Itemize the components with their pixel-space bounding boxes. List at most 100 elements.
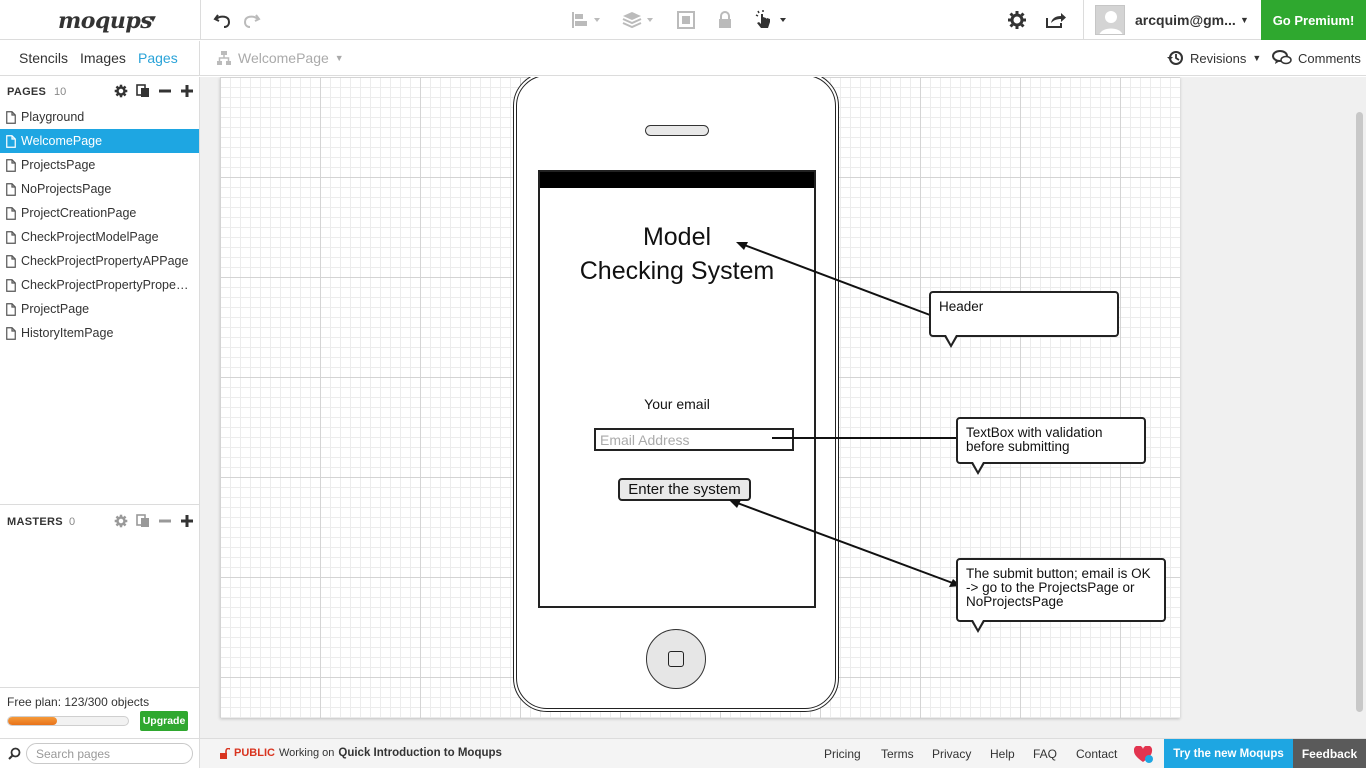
minus-icon[interactable] (158, 514, 172, 528)
pages-section-header: PAGES 10 (0, 77, 200, 105)
comments-label: Comments (1298, 50, 1361, 66)
redo-icon[interactable] (241, 10, 261, 30)
align-icon[interactable] (570, 10, 602, 30)
phone-home-button (646, 629, 706, 689)
page-list-item-label: ProjectCreationPage (21, 206, 137, 220)
try-new-moqups-button[interactable]: Try the new Moqups (1164, 739, 1293, 768)
plus-icon[interactable] (180, 84, 194, 98)
footer-link-help[interactable]: Help (990, 747, 1015, 761)
footer-link-faq[interactable]: FAQ (1033, 747, 1058, 761)
iphone-mockup[interactable]: Model Checking System Your email Enter t… (513, 77, 839, 712)
pages-count: 10 (54, 86, 67, 98)
upgrade-button[interactable]: Upgrade (140, 711, 188, 731)
feedback-button[interactable]: Feedback (1293, 739, 1366, 768)
callout-header[interactable]: Header (929, 291, 1119, 348)
page-list-item[interactable]: Playground (0, 105, 199, 129)
undo-icon[interactable] (213, 10, 233, 30)
page-list-item-label: CheckProjectModelPage (21, 230, 159, 244)
mockup-title-line2: Checking System (579, 257, 775, 285)
page-list-item-label: ProjectPage (21, 302, 90, 316)
avatar[interactable] (1095, 5, 1125, 35)
page-list-item[interactable]: ProjectsPage (0, 153, 199, 177)
layers-icon[interactable] (622, 10, 656, 30)
tab-images[interactable]: Images (80, 50, 126, 66)
tab-pages[interactable]: Pages (138, 50, 178, 66)
page-list-item-label: HistoryItemPage (21, 326, 114, 340)
status-bar (540, 172, 814, 188)
lock-icon[interactable] (716, 10, 734, 30)
tab-stencils[interactable]: Stencils (19, 50, 69, 66)
revisions-button[interactable]: Revisions ▼ (1166, 50, 1261, 66)
share-icon[interactable] (1045, 10, 1067, 30)
divider (1083, 0, 1084, 40)
heart-icon[interactable] (1134, 746, 1154, 764)
divider (0, 504, 199, 505)
callout-textbox[interactable]: TextBox with validation before submittin… (956, 417, 1146, 475)
page-list-item[interactable]: WelcomePage (0, 129, 199, 153)
chevron-down-icon: ▼ (334, 53, 344, 63)
copy-icon[interactable] (136, 514, 150, 528)
page-list-item[interactable]: HistoryItemPage (0, 321, 199, 345)
left-panel-tabs: Stencils Images Pages (0, 41, 200, 76)
masters-count: 0 (69, 516, 76, 528)
project-name[interactable]: Quick Introduction to Moqups (338, 747, 502, 759)
project-visibility[interactable]: PUBLIC Working on Quick Introduction to … (220, 747, 502, 759)
gear-icon[interactable] (114, 514, 128, 528)
chevron-down-icon[interactable]: ▼ (148, 14, 158, 25)
page-icon (6, 182, 16, 196)
pages-section-title: PAGES (7, 86, 47, 98)
design-canvas[interactable]: Model Checking System Your email Enter t… (220, 77, 1180, 718)
sitemap-icon (217, 51, 231, 65)
page-icon (6, 302, 16, 316)
unlock-icon (220, 747, 230, 759)
user-name[interactable]: arcquim@gm... (1135, 12, 1236, 28)
gear-icon[interactable] (1007, 10, 1027, 30)
frame-icon[interactable] (676, 10, 696, 30)
page-icon (6, 254, 16, 268)
page-list-item[interactable]: NoProjectsPage (0, 177, 199, 201)
footer-link-terms[interactable]: Terms (881, 747, 914, 761)
enter-system-button[interactable]: Enter the system (618, 478, 751, 501)
page-list-item-label: WelcomePage (21, 134, 103, 148)
masters-section-title: MASTERS (7, 516, 63, 528)
page-selector[interactable]: WelcomePage ▼ (216, 50, 344, 66)
plus-icon[interactable] (180, 514, 194, 528)
callout-submit[interactable]: The submit button; email is OK -> go to … (956, 558, 1166, 633)
masters-section-header: MASTERS 0 (0, 507, 200, 535)
page-list-item-label: NoProjectsPage (21, 182, 112, 196)
email-field[interactable] (594, 428, 794, 451)
plan-progress-fill (8, 717, 58, 725)
copy-icon[interactable] (136, 84, 150, 98)
top-bar: moqups ▼ arcquim@gm... ▼ Go Premium! (0, 0, 1366, 40)
chevron-down-icon: ▼ (1252, 53, 1262, 63)
page-list-item[interactable]: CheckProjectPropertyAPPage (0, 249, 199, 273)
page-list-item-label: ProjectsPage (21, 158, 96, 172)
footer-link-privacy[interactable]: Privacy (932, 747, 972, 761)
search-input[interactable] (26, 743, 193, 764)
interaction-icon[interactable] (754, 10, 790, 30)
page-list-item[interactable]: ProjectPage (0, 297, 199, 321)
page-list-item[interactable]: ProjectCreationPage (0, 201, 199, 225)
page-icon (6, 134, 16, 148)
go-premium-button[interactable]: Go Premium! (1261, 0, 1366, 40)
page-list-item[interactable]: CheckProjectModelPage (0, 225, 199, 249)
page-list-item[interactable]: CheckProjectPropertyProper… (0, 273, 199, 297)
footer-link-contact[interactable]: Contact (1076, 747, 1118, 761)
chevron-down-icon[interactable]: ▼ (1240, 15, 1249, 25)
comments-button[interactable]: Comments (1272, 50, 1361, 66)
callout-tail-inner (973, 620, 983, 629)
page-icon (6, 230, 16, 244)
callout-submit-text: The submit button; email is OK -> go to … (966, 566, 1151, 609)
mockup-title[interactable]: Model Checking System (540, 220, 814, 288)
page-icon (6, 206, 16, 220)
phone-screen[interactable]: Model Checking System Your email Enter t… (538, 170, 816, 608)
footer-link-pricing[interactable]: Pricing (824, 747, 861, 761)
search-icon (8, 747, 21, 760)
email-label[interactable]: Your email (644, 396, 710, 412)
vertical-scrollbar[interactable] (1356, 112, 1363, 712)
app-logo[interactable]: moqups (58, 8, 153, 34)
minus-icon[interactable] (158, 84, 172, 98)
gear-icon[interactable] (114, 84, 128, 98)
page-icon (6, 158, 16, 172)
